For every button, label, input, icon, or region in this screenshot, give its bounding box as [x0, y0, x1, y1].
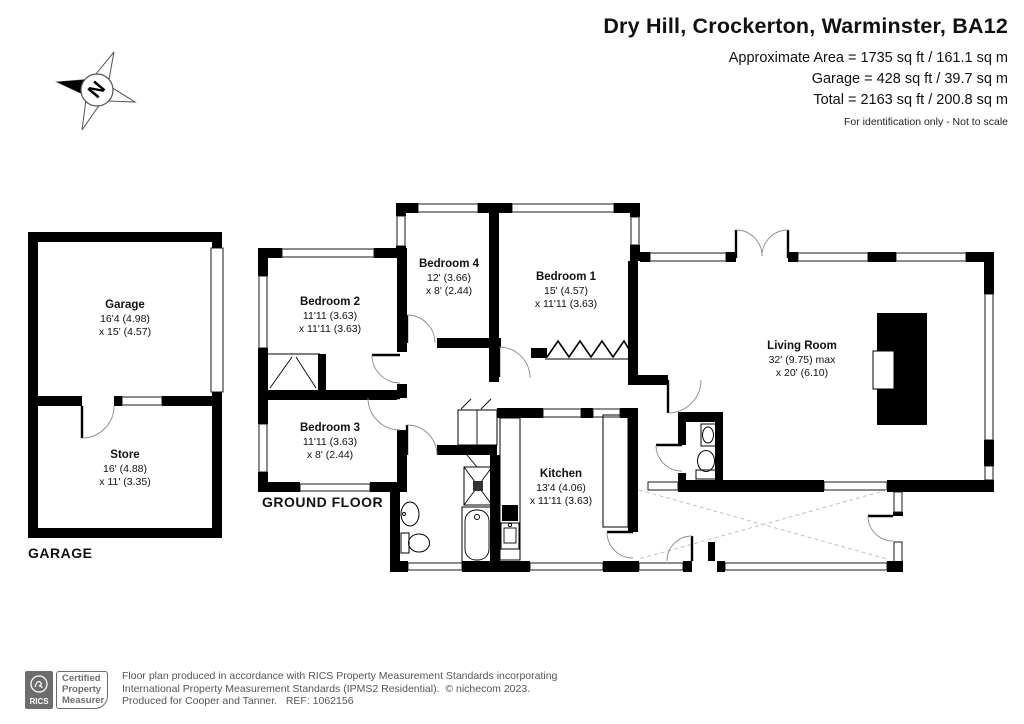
- window: [592, 408, 621, 418]
- window: [630, 216, 640, 246]
- window: [396, 215, 406, 247]
- disclaimer: For identification only - Not to scale: [844, 116, 1008, 128]
- window: [258, 275, 268, 349]
- ground-floor-label: GROUND FLOOR: [262, 494, 384, 510]
- window: [511, 203, 615, 213]
- header: Dry Hill, Crockerton, Warminster, BA12 A…: [603, 14, 1008, 128]
- garage-building: [28, 232, 224, 538]
- wardrobe: [267, 353, 326, 390]
- main-house: [258, 203, 994, 572]
- oven: [502, 505, 518, 521]
- property-title: Dry Hill, Crockerton, Warminster, BA12: [603, 14, 1008, 38]
- approximate-area: Approximate Area = 1735 sq ft / 161.1 sq…: [728, 50, 1008, 66]
- window: [542, 408, 582, 418]
- footer-attribution: Floor plan produced in accordance with R…: [122, 670, 558, 708]
- window: [281, 248, 375, 258]
- cupboard: [457, 398, 498, 468]
- room-label-garage: Garage 16'4 (4.98) x 15' (4.57): [98, 299, 152, 338]
- window: [299, 483, 371, 492]
- cloakroom: [655, 412, 723, 490]
- room-label-living-room: Living Room 32' (9.75) max x 20' (6.10): [767, 340, 837, 379]
- kitchen-walls: [497, 408, 638, 561]
- bathroom: [390, 398, 500, 572]
- dashed-ceiling-line: [638, 489, 888, 560]
- rics-lion-icon: [30, 675, 48, 693]
- living-room-walls: [640, 229, 994, 492]
- toilet: [695, 450, 717, 480]
- garden-room: [638, 489, 903, 572]
- window: [984, 465, 994, 481]
- window: [647, 481, 679, 491]
- window: [893, 491, 903, 513]
- window: [649, 252, 727, 262]
- room-label-store: Store 16' (4.88) x 11' (3.35): [99, 449, 151, 488]
- window: [895, 252, 967, 262]
- french-doors: [734, 229, 790, 258]
- shower: [463, 466, 493, 506]
- rics-wordmark: RICS: [29, 697, 49, 706]
- south-wall: [390, 535, 903, 572]
- room-label-bedroom2: Bedroom 2 11'11 (3.63) x 11'11 (3.63): [298, 296, 362, 335]
- room-label-bedroom4: Bedroom 4 12' (3.66) x 8' (2.44): [418, 258, 480, 297]
- window: [984, 293, 994, 441]
- window: [724, 562, 888, 571]
- garage-door: [210, 247, 224, 393]
- wardrobe: [545, 339, 632, 360]
- garage-floor-label: GARAGE: [28, 545, 93, 561]
- window: [121, 396, 163, 406]
- room-label-bedroom3: Bedroom 3 11'11 (3.63) x 8' (2.44): [299, 422, 361, 461]
- room-label-bedroom1: Bedroom 1 15' (4.57) x 11'11 (3.63): [534, 271, 598, 310]
- garage-area: Garage = 428 sq ft / 39.7 sq m: [811, 71, 1008, 87]
- window: [417, 203, 479, 213]
- kitchen-counter: [602, 414, 629, 528]
- toilet: [400, 532, 430, 554]
- window: [893, 541, 903, 563]
- window: [638, 562, 684, 571]
- fireplace: [872, 313, 927, 425]
- total-area: Total = 2163 sq ft / 200.8 sq m: [813, 92, 1008, 108]
- compass-circle: [80, 73, 114, 107]
- kitchen-sink: [500, 522, 520, 550]
- window: [407, 562, 463, 571]
- window: [529, 562, 604, 571]
- sink: [400, 501, 420, 527]
- window: [823, 481, 888, 491]
- room-label-kitchen: Kitchen 13'4 (4.06) x 11'11 (3.63): [529, 468, 593, 507]
- sink: [700, 423, 718, 447]
- rics-logo: RICS: [25, 671, 53, 709]
- window: [258, 423, 268, 473]
- bathtub: [461, 506, 493, 564]
- compass-icon: N: [55, 51, 137, 131]
- certified-property-measurer-badge: Certified Property Measurer: [56, 671, 108, 709]
- window: [797, 252, 869, 262]
